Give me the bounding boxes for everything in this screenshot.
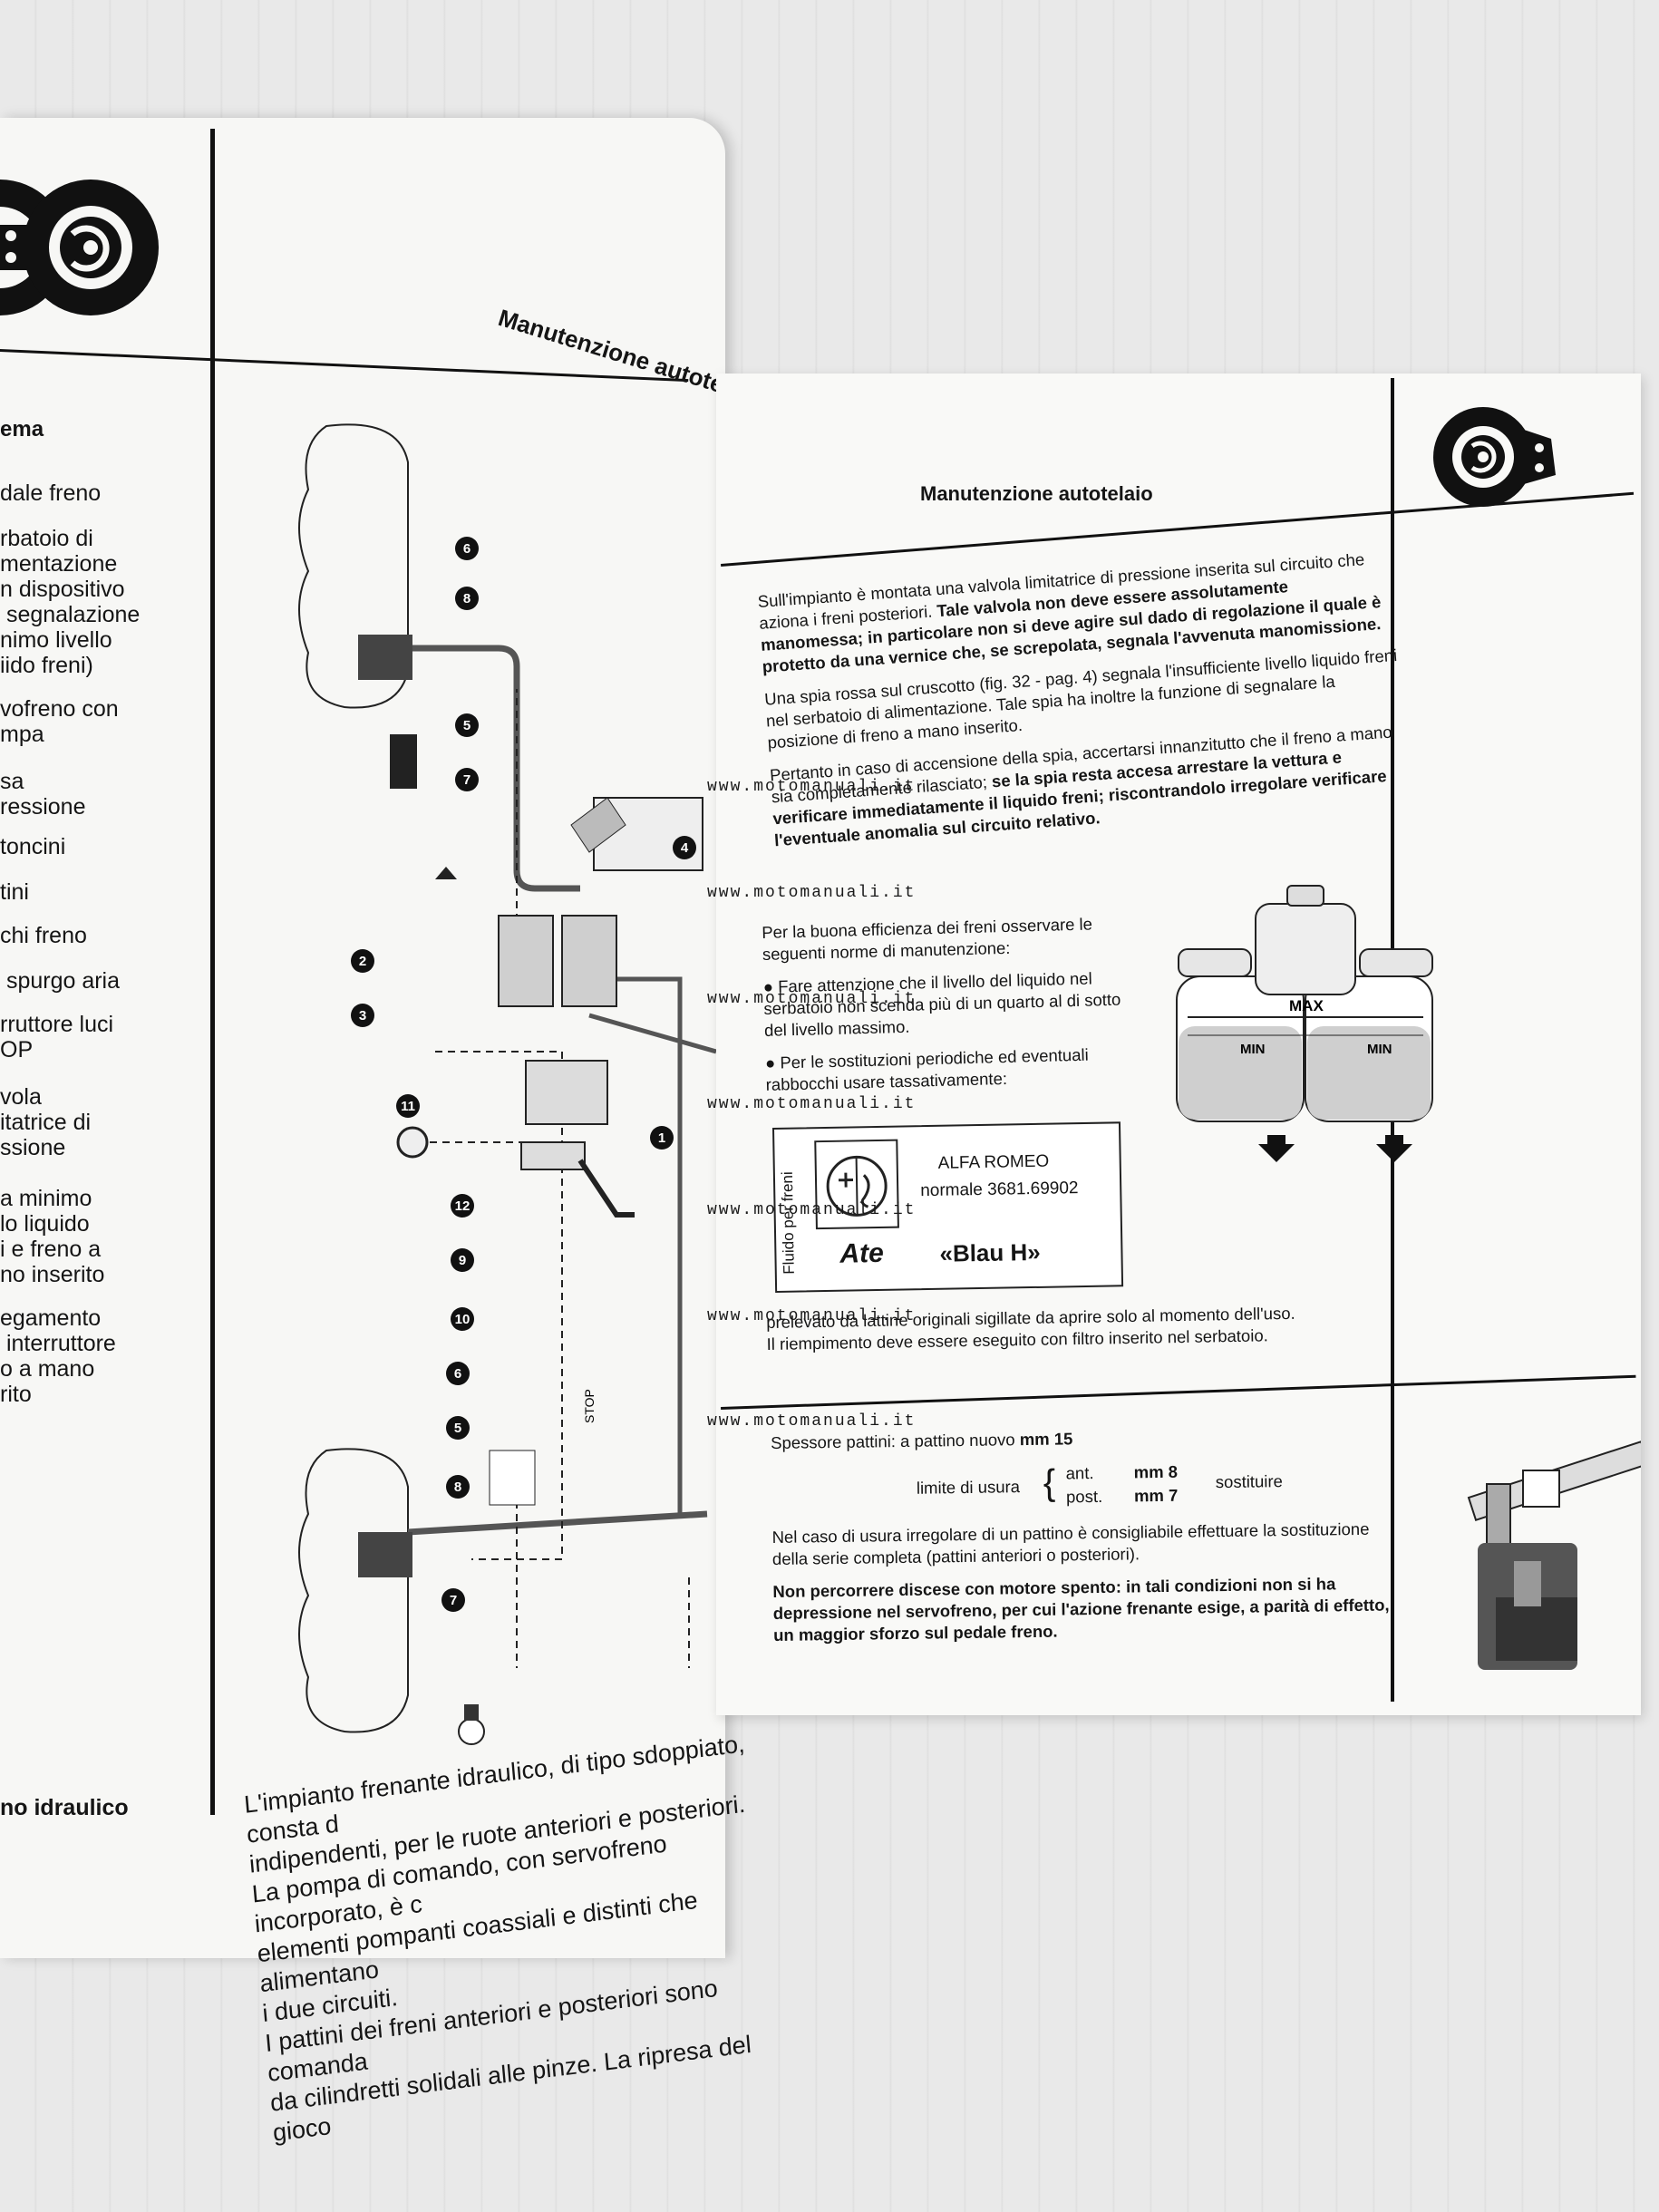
legend-item: toncini (0, 834, 66, 859)
watermark-text: www.motomanuali.it (707, 884, 917, 902)
diagram-callout-4: 4 (681, 840, 689, 856)
diagram-callout-7: 7 (463, 772, 471, 788)
watermark-text: www.motomanuali.it (707, 1201, 917, 1219)
fluid-brand: ALFA ROMEO (937, 1151, 1050, 1173)
wear-rear-label: post. (1065, 1486, 1103, 1507)
diagram-callout-6-rear: 6 (454, 1366, 461, 1382)
legend-item: sa ressione (0, 769, 86, 820)
reservoir-min-label: MIN (1240, 1042, 1266, 1057)
legend-item: vofreno con mpa (0, 696, 119, 747)
legend-heading: ema (0, 417, 44, 441)
diagram-callout-6: 6 (463, 541, 471, 557)
legend-item: dale freno (0, 480, 102, 506)
valve-and-warning-text: Sull'impianto è montata una valvola limi… (757, 547, 1409, 862)
legend-item: rbatoio di mentazione n dispositivo segn… (0, 526, 141, 678)
diagram-callout-3: 3 (359, 1008, 366, 1024)
wear-front-value: mm 8 (1133, 1461, 1179, 1482)
wear-limit-label: limite di usura (916, 1477, 1021, 1498)
pad-thickness-label: Spessore pattini: a pattino nuovo (771, 1430, 1015, 1452)
right-page: Manutenzione autotelaio Sull'impianto è … (716, 374, 1641, 1715)
diagram-callout-2: 2 (359, 954, 366, 969)
diagram-callout-5-rear: 5 (454, 1421, 461, 1436)
brake-fluid-reservoir-illustration: MAX MIN MIN (1176, 885, 1433, 1162)
caliper-measuring-illustration (1467, 1440, 1641, 1670)
diagram-callout-9: 9 (459, 1253, 466, 1268)
norms-intro: Per la buona efficienza dei freni osserv… (762, 914, 1093, 964)
watermark-text: www.motomanuali.it (707, 778, 917, 796)
brake-fluid-box: Fluido per freni ALFA ROMEO normale 3681… (772, 1121, 1124, 1293)
legend-item: egamento interruttore o a mano rito (0, 1305, 116, 1407)
brake-system-diagram: STOP 6 8 5 7 2 3 11 12 9 10 1 6 5 8 7 4 (298, 423, 716, 1745)
alfa-romeo-logo-icon (814, 1139, 899, 1230)
fluid-product-name: «Blau H» (939, 1237, 1041, 1267)
norm-item: Per le sostituzioni periodiche ed eventu… (765, 1044, 1089, 1094)
maintenance-norms: Per la buona efficienza dei freni osserv… (762, 913, 1129, 1107)
diagram-callout-8-rear: 8 (454, 1480, 461, 1495)
diagram-callout-10: 10 (455, 1312, 471, 1327)
watermark-text: www.motomanuali.it (707, 990, 917, 1008)
reservoir-max-label: MAX (1289, 997, 1324, 1014)
diagram-callout-5: 5 (463, 718, 471, 733)
brake-disc-logo-icon (0, 179, 159, 315)
intro-paragraph: L'impianto frenante idraulico, di tipo s… (243, 1729, 778, 2149)
wear-front-label: ant. (1065, 1463, 1094, 1483)
diagram-callout-7-rear: 7 (450, 1593, 457, 1608)
watermark-text: www.motomanuali.it (707, 1307, 917, 1325)
fluid-part-number: normale 3681.69902 (920, 1179, 1079, 1201)
diagram-stop-label: STOP (582, 1389, 597, 1423)
legend-item: spurgo aria (0, 968, 121, 994)
replace-label: sostituire (1215, 1471, 1283, 1492)
reservoir-min-label: MIN (1367, 1042, 1392, 1057)
light-bulb-icon (458, 1704, 485, 1745)
brake-disc-logo-icon (1433, 407, 1556, 507)
right-page-title: Manutenzione autotelaio (920, 482, 1153, 505)
diagram-callout-8: 8 (463, 591, 471, 606)
triangle-ground-icon (435, 867, 457, 879)
wear-limit-table: limite di usura { ant. mm 8 post. mm 7 s… (916, 1461, 1283, 1507)
legend-item: vola itatrice di ssione (0, 1084, 92, 1160)
pad-new-value: mm 15 (1019, 1429, 1073, 1450)
watermark-text: www.motomanuali.it (707, 1095, 917, 1113)
left-page-vertical-rule (210, 129, 215, 1815)
section-title-hydraulic: no idraulico (0, 1795, 129, 1820)
down-arrow-icon (1376, 1135, 1412, 1162)
watermark-text: www.motomanuali.it (707, 1412, 917, 1431)
fluid-label: Fluido per freni (778, 1171, 798, 1275)
wear-rear-value: mm 7 (1133, 1485, 1179, 1506)
diagram-callout-11: 11 (401, 1099, 415, 1114)
uneven-wear-text: Nel caso di usura irregolare di un patti… (771, 1518, 1370, 1568)
legend-item: a minimo lo liquido i e freno a no inser… (0, 1186, 105, 1287)
diagram-callout-1: 1 (658, 1130, 665, 1146)
down-arrow-icon (1258, 1135, 1295, 1162)
ate-logo: Ate (839, 1237, 885, 1269)
left-page: Manutenzione autotelaio ema dale freno r… (0, 118, 766, 2147)
pad-thickness-section: Spessore pattini: a pattino nuovo mm 15 … (771, 1423, 1408, 1657)
downhill-warning: Non percorrere discese con motore spento… (772, 1574, 1390, 1644)
legend-item: rruttore luci OP (0, 1012, 114, 1062)
legend-item: tini (0, 879, 29, 905)
legend-item: chi freno (0, 923, 87, 948)
diagram-callout-12: 12 (455, 1198, 471, 1214)
